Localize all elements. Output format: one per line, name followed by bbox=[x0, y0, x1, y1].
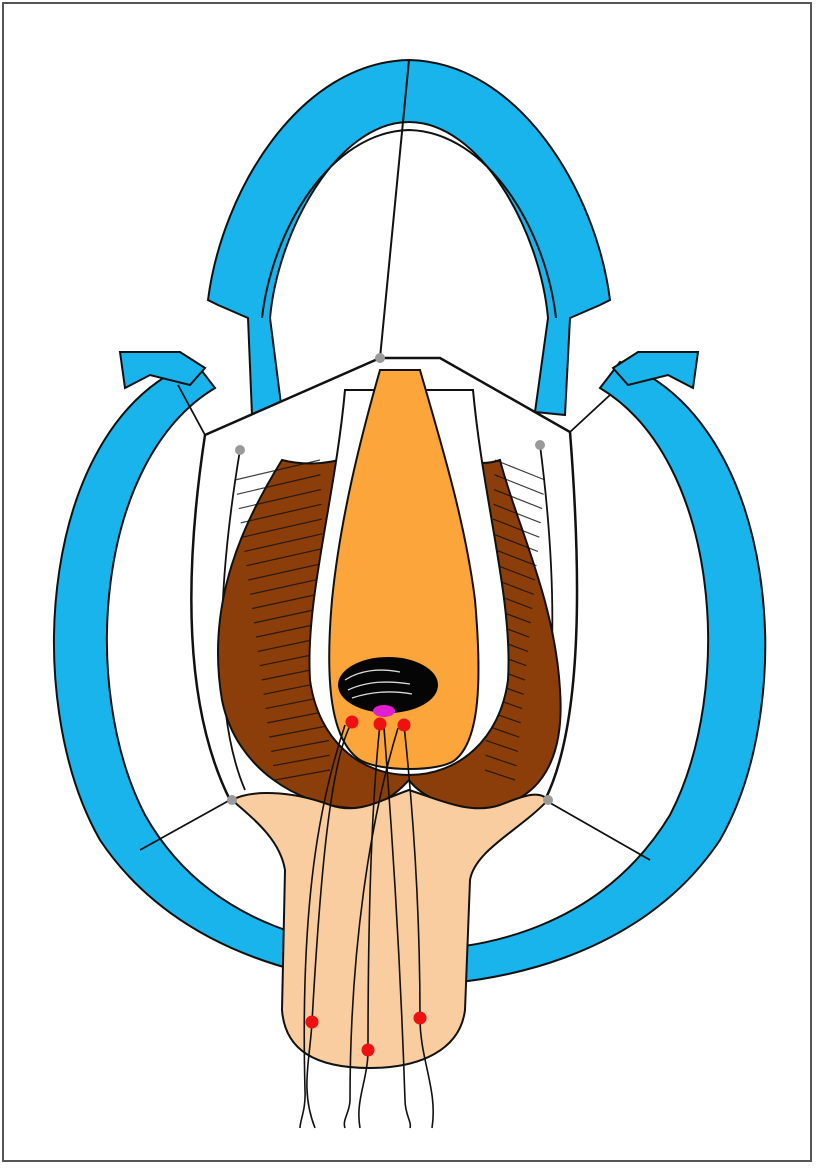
nucleus bbox=[338, 657, 438, 713]
ring-notch bbox=[365, 155, 374, 170]
ring-notch bbox=[444, 155, 453, 170]
red-dot bbox=[398, 719, 411, 732]
joint-marker bbox=[375, 353, 385, 363]
nucleus-spot bbox=[373, 705, 395, 717]
joint-marker bbox=[543, 795, 553, 805]
ring-notch bbox=[562, 828, 578, 840]
ring-notch bbox=[594, 772, 613, 780]
red-dot bbox=[346, 716, 359, 729]
red-dot bbox=[414, 1012, 427, 1025]
joint-marker bbox=[227, 795, 237, 805]
ring-notch bbox=[328, 200, 343, 212]
red-dot bbox=[362, 1044, 375, 1057]
ring-notch bbox=[586, 540, 606, 545]
ring-notch bbox=[612, 716, 633, 720]
ring-notch bbox=[300, 255, 318, 262]
ring-notch bbox=[500, 255, 518, 262]
ring-notch bbox=[516, 876, 528, 890]
ring-notch bbox=[240, 828, 256, 840]
joint-marker bbox=[535, 440, 545, 450]
ring-notch bbox=[606, 600, 628, 602]
red-dot bbox=[306, 1016, 319, 1029]
ring-notch bbox=[475, 200, 490, 212]
red-dot bbox=[374, 718, 387, 731]
joint-marker bbox=[235, 445, 245, 455]
